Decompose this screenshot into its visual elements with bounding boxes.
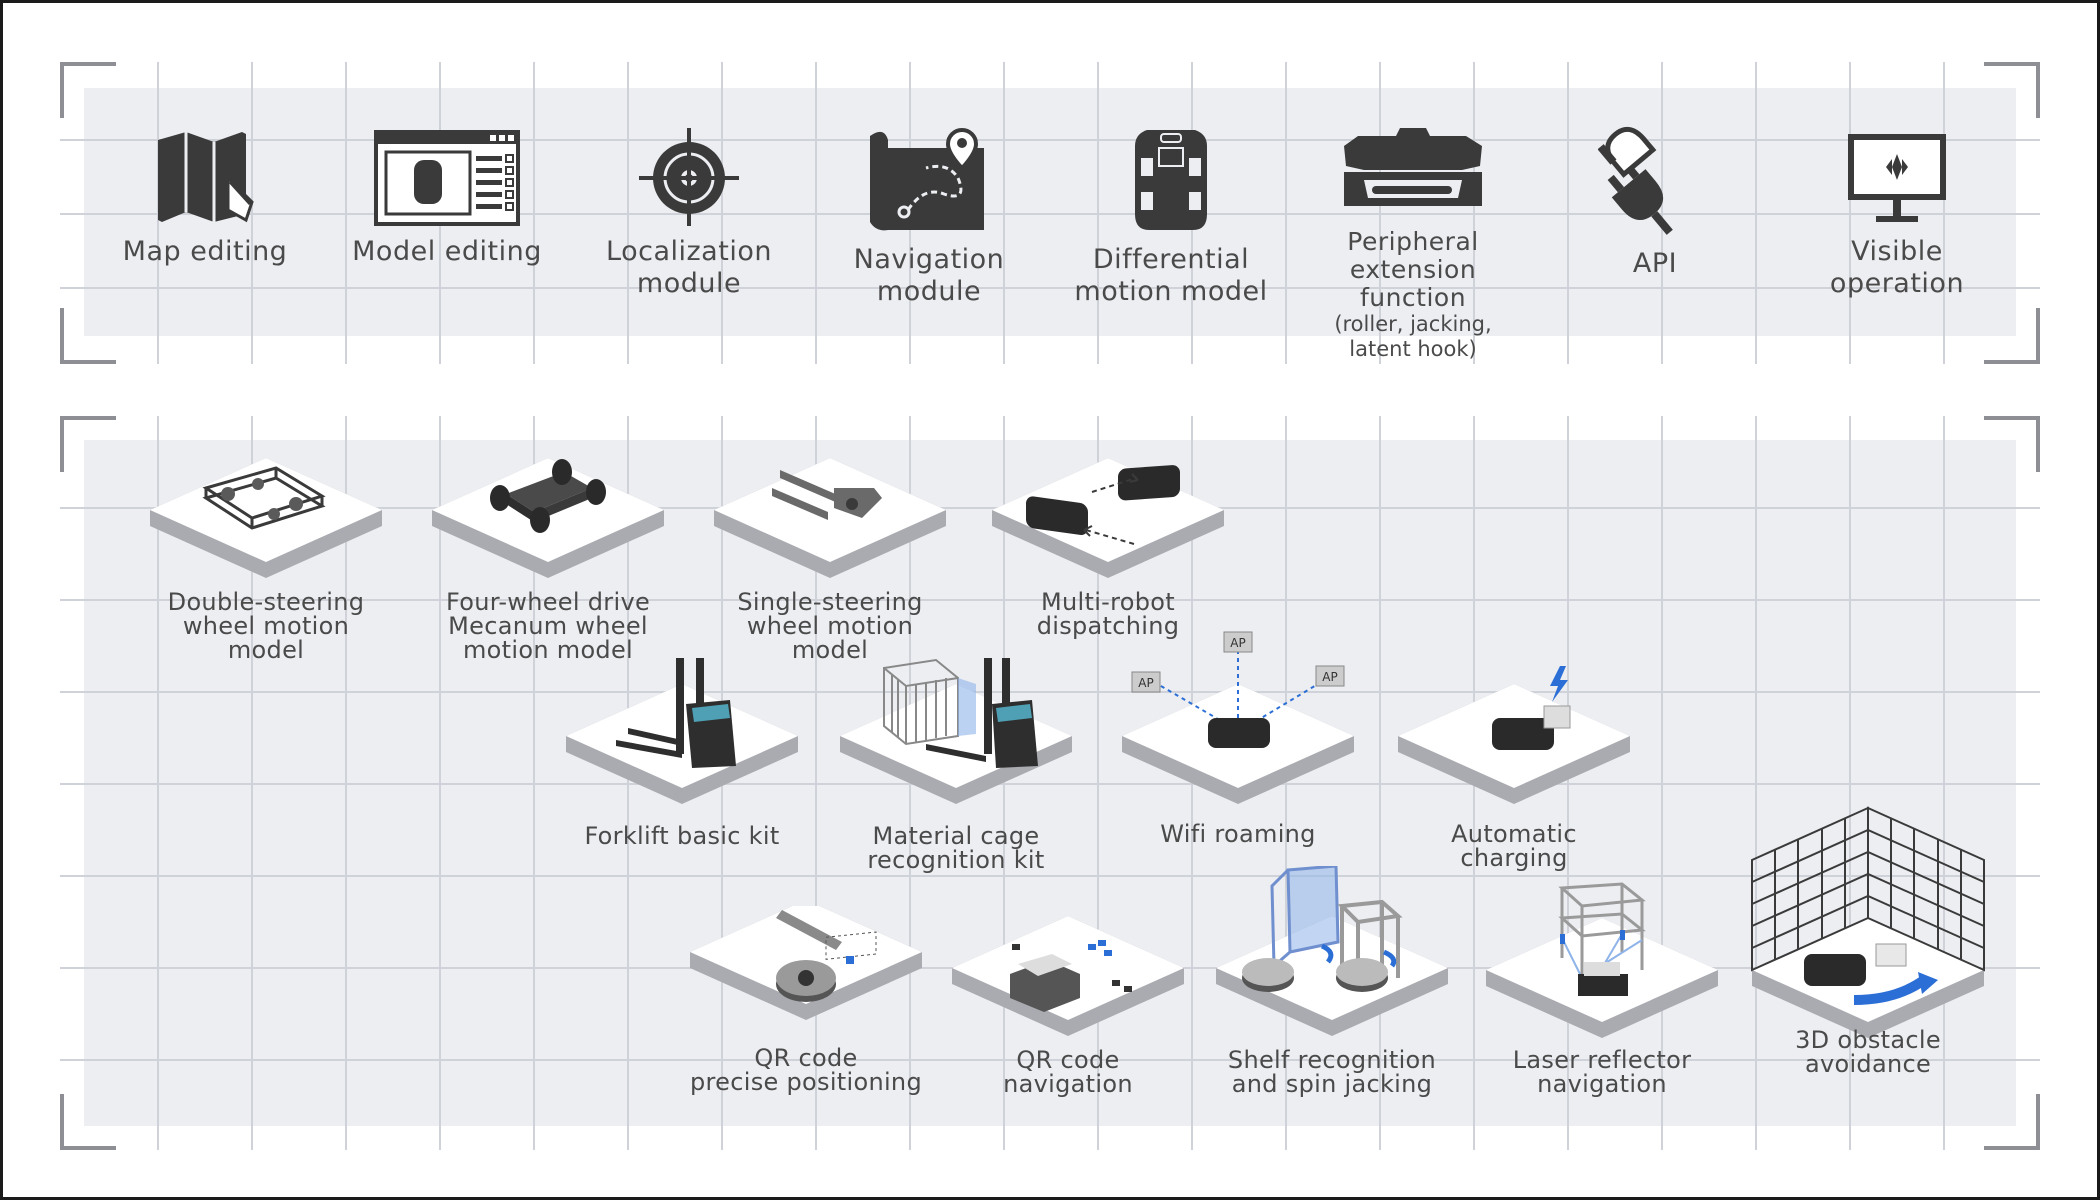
feature-api: API [1540,126,1770,280]
feature-label: Navigation module [853,244,1005,307]
model-window-icon [374,130,520,226]
kit-label: Four-wheel drive Mecanum wheel motion mo… [445,588,651,664]
kit-label: Wifi roaming [1160,820,1316,848]
charging-icon [1398,666,1630,804]
kits-panel [60,416,2040,1150]
feature-label: Differential motion model [1074,244,1268,307]
feature-peripheral: Peripheral extension function (roller, j… [1298,126,1528,362]
kit-label: Shelf recognition and spin jacking [1227,1046,1437,1098]
kit-wifi-roaming: AP AP AP Wifi roaming [1118,626,1358,846]
multi-robot-icon [992,458,1224,578]
plug-icon [1598,126,1673,235]
ap-label: AP [1138,676,1153,690]
monitor-icon [1848,134,1946,222]
robot-chassis-icon [1135,130,1207,230]
kit-qr-navigation: QR code navigation [948,914,1188,1096]
kit-label: Automatic charging [1451,820,1577,872]
kit-laser-reflector: Laser reflector navigation [1482,878,1722,1096]
crosshair-icon [639,128,739,226]
kit-label: Material cage recognition kit [867,822,1045,874]
corner-bracket [1984,1094,2040,1150]
feature-navigation: Navigation module [814,126,1044,308]
corner-bracket [1984,416,2040,472]
feature-map-editing: Map editing [90,126,320,268]
laser-reflector-icon [1486,882,1718,1038]
kit-label: Multi-robot dispatching [1036,588,1180,640]
double-steering-frame-icon [150,458,382,578]
feature-label: Map editing [122,236,288,267]
kit-label: 3D obstacle avoidance [1795,1026,1941,1078]
corner-bracket [60,62,116,118]
peripheral-device-icon [1344,128,1482,206]
feature-sublabel: (roller, jacking, latent hook) [1334,312,1492,361]
kit-3d-obstacle: 3D obstacle avoidance [1748,804,1988,1076]
corner-bracket [60,1094,116,1150]
kit-shelf-jacking: Shelf recognition and spin jacking [1212,866,1452,1096]
map-icon [158,132,254,223]
feature-visible-operation: Visible operation [1782,126,2012,300]
corner-bracket [60,308,116,364]
corner-bracket [1984,308,2040,364]
kit-material-cage: Material cage recognition kit [836,656,1076,872]
kit-forklift: Forklift basic kit [562,656,802,848]
kit-multi-robot: Multi-robot dispatching [988,448,1228,638]
kit-label: Single-steering wheel motion model [737,588,923,664]
single-steering-fork-icon [714,458,946,578]
feature-label: Model editing [352,236,542,267]
feature-label: Visible operation [1829,236,1965,299]
kit-label: Laser reflector navigation [1512,1046,1692,1098]
obstacle-3d-icon [1751,806,1985,1038]
feature-localization: Localization module [574,126,804,300]
qr-positioning-icon [690,906,922,1020]
shelf-jacking-icon [1216,866,1448,1036]
qr-navigation-icon [952,916,1184,1036]
kit-label: QR code navigation [1003,1046,1133,1098]
corner-bracket [1984,62,2040,118]
kit-automatic-charging: Automatic charging [1394,660,1634,870]
forklift-icon [566,658,798,804]
feature-differential-motion: Differential motion model [1056,126,1286,308]
feature-label: Peripheral extension function [1347,227,1479,312]
navigation-map-icon [870,127,984,231]
kit-double-steering: Double-steering wheel motion model [146,448,386,662]
kit-label: Forklift basic kit [584,822,780,850]
feature-label: Localization module [606,236,772,299]
kit-qr-positioning: QR code precise positioning [686,906,926,1094]
mecanum-chassis-icon [432,458,664,578]
feature-model-editing: Model editing [332,126,562,268]
ap-label: AP [1230,636,1245,650]
kit-mecanum: Four-wheel drive Mecanum wheel motion mo… [428,448,668,662]
feature-label: API [1632,248,1678,279]
ap-label: AP [1322,670,1337,684]
cage-forklift-icon [840,658,1072,804]
kit-single-steering: Single-steering wheel motion model [710,448,950,662]
kit-label: QR code precise positioning [690,1044,922,1096]
corner-bracket [60,416,116,472]
wifi-ap-icon: AP AP AP [1122,631,1354,804]
kit-label: Double-steering wheel motion model [167,588,365,664]
